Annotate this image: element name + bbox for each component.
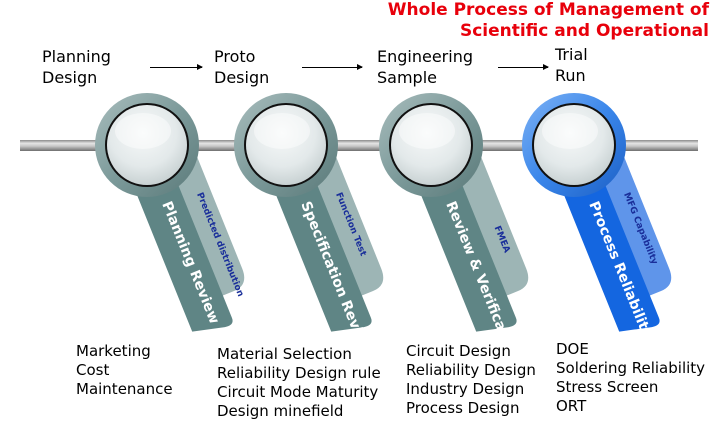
list-item: Cost: [76, 361, 110, 379]
list-planning-design: Marketing Cost Maintenance: [76, 342, 173, 399]
stage-label-line: Proto: [214, 47, 256, 66]
list-item: Process Design: [406, 399, 520, 417]
lens-highlight: [254, 113, 310, 149]
ribbon-main-strip: [128, 158, 233, 332]
lens-highlight: [115, 113, 171, 149]
stage-label-line: Trial: [555, 45, 588, 64]
timeline-bar: [20, 140, 698, 151]
ribbon-sub-strip: [300, 147, 384, 298]
arrow-icon: [302, 64, 363, 70]
ribbon-sub-strip: [161, 147, 245, 298]
ribbon-sub-strip: [588, 147, 672, 298]
ribbon-main-strip: [555, 158, 660, 332]
lens-highlight: [542, 113, 598, 149]
stage-label-line: Engineering: [377, 47, 473, 66]
ribbon-main-strip: [267, 158, 372, 332]
list-item: Maintenance: [76, 380, 173, 398]
list-item: Marketing: [76, 342, 151, 360]
magnifier-lens: [246, 105, 326, 185]
list-item: Stress Screen: [556, 378, 659, 396]
list-engineering-sample: Circuit Design Reliability Design Indust…: [406, 342, 536, 418]
stage-proto-design: Proto Design: [214, 46, 269, 88]
stage-label-line: Run: [555, 66, 586, 85]
list-trial-run: DOE Soldering Reliability Stress Screen …: [556, 340, 705, 416]
list-item: ORT: [556, 397, 587, 415]
magnifier-lens: [391, 105, 471, 185]
stage-planning-design: Planning Design: [42, 46, 111, 88]
magnifier-lens: [107, 105, 187, 185]
stage-label-line: Planning: [42, 47, 111, 66]
ribbon-sub-strip: [445, 147, 529, 298]
list-item: Reliability Design: [406, 361, 536, 379]
list-item: Design minefield: [217, 402, 344, 420]
list-item: Circuit Design: [406, 342, 511, 360]
arrow-icon: [498, 64, 549, 70]
title-line-1: Whole Process of Management of: [387, 0, 709, 20]
list-item: Reliability Design rule: [217, 364, 381, 382]
list-item: Material Selection: [217, 345, 352, 363]
diagram-title: Whole Process of Management of Scientifi…: [388, 0, 709, 42]
title-line-2: Scientific and Operational: [459, 21, 709, 41]
stage-label-line: Design: [42, 68, 98, 87]
arrow-icon: [150, 64, 203, 70]
magnifier-lens: [534, 105, 614, 185]
list-item: Industry Design: [406, 380, 525, 398]
list-proto-design: Material Selection Reliability Design ru…: [217, 345, 381, 421]
ribbon-main-strip: [412, 158, 517, 332]
stage-trial-run: Trial Run: [555, 44, 588, 86]
stage-engineering-sample: Engineering Sample: [377, 46, 473, 88]
lens-highlight: [399, 113, 455, 149]
list-item: DOE: [556, 340, 589, 358]
list-item: Soldering Reliability: [556, 359, 706, 377]
stage-label-line: Sample: [377, 68, 437, 87]
stage-label-line: Design: [214, 68, 270, 87]
list-item: Circuit Mode Maturity: [217, 383, 379, 401]
